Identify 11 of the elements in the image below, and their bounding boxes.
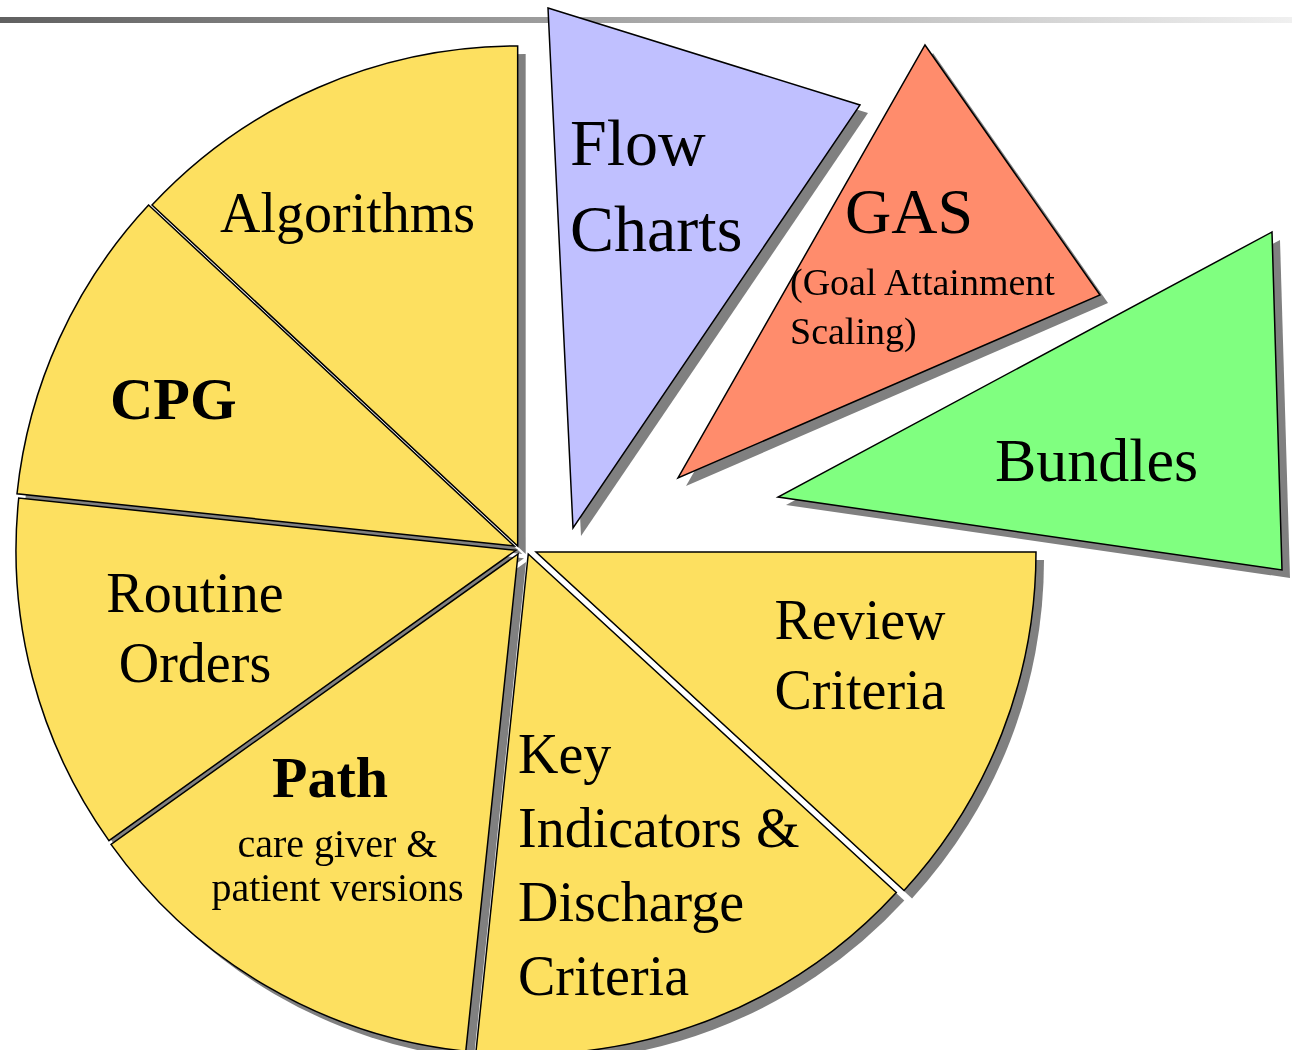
segment-title: Bundles (995, 425, 1200, 496)
segment-title: Path (271, 744, 389, 812)
segment-subtitle: care giver & patient versions (210, 822, 465, 910)
segment-title: Key Indicators & Discharge Criteria (518, 722, 801, 1009)
segment-title: Review Criteria (773, 588, 947, 723)
segment-subtitle: (Goal Attainment Scaling) (790, 260, 1056, 355)
segment-title: Flow Charts (570, 105, 744, 267)
segment-title: Algorithms (220, 181, 477, 246)
segment-title: GAS (845, 175, 975, 249)
segment-title: CPG (110, 365, 238, 434)
segment-title: Routine Orders (105, 561, 285, 696)
